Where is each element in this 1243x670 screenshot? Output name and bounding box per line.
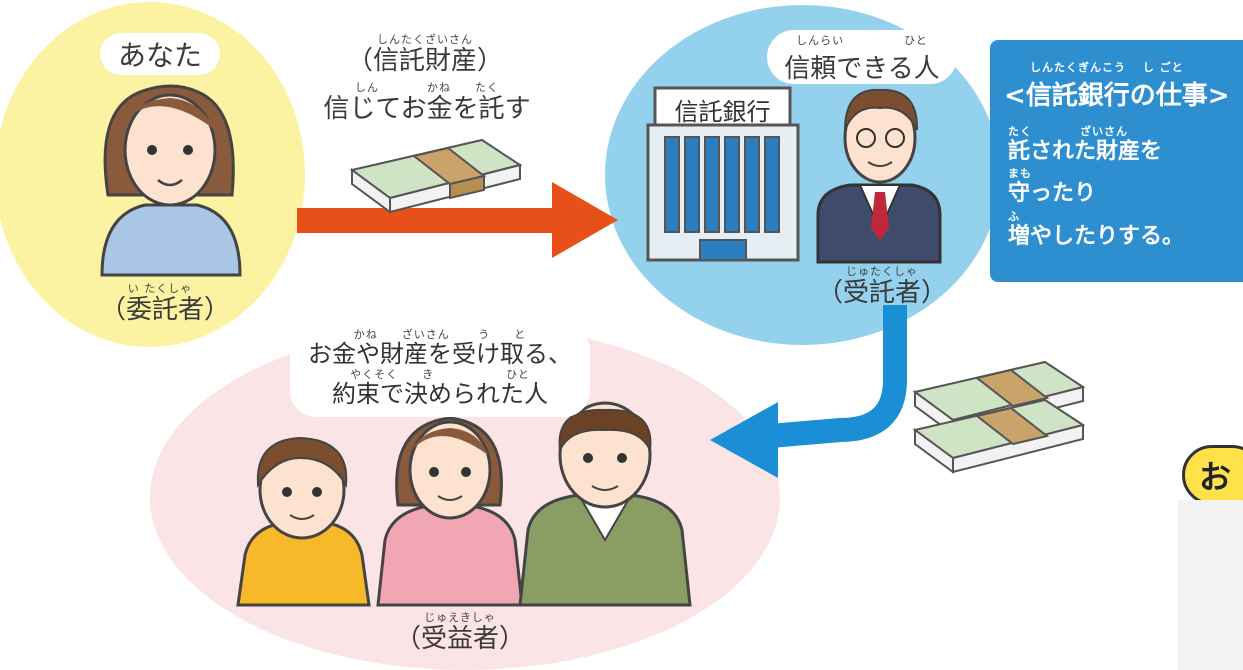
bank-duties-title-ruby: しんたくぎんこう し ごと: [1030, 61, 1184, 74]
trustee-bubble: しんらい ひと 信頼できる人: [767, 30, 957, 84]
bank-sign-text: 信託銀行: [674, 97, 771, 126]
beneficiary-role-ruby: じゅえきしゃ: [424, 611, 496, 624]
trustee-bubble-ruby: しんらい ひと: [796, 34, 928, 47]
trust-property-label: しんたくざいさん （信託財産）: [340, 34, 510, 76]
trustee-man-illustration: [816, 88, 942, 264]
trustee-role-text: （受託者）: [816, 278, 947, 308]
corner-panel: [1178, 500, 1243, 670]
bank-sign: 信託銀行: [657, 91, 788, 127]
beneficiary-bubble-line-1: お金や財産を受け取る、: [308, 340, 572, 368]
beneficiary-woman-illustration: [376, 416, 524, 607]
entrustor-role-ruby: い たくしゃ: [127, 282, 193, 295]
trustee-bubble-text: 信頼できる人: [784, 54, 940, 84]
bank-duty-line-2: まも 守ったり: [1008, 168, 1243, 206]
entrustor-name-label: あなた: [100, 33, 220, 75]
bank-duty-3-ruby: ふ: [1008, 209, 1020, 223]
bank-duty-2-text: 守ったり: [1008, 181, 1097, 207]
beneficiary-role-label: じゅえきしゃ （受益者）: [390, 612, 530, 654]
entrustor-woman-illustration: [100, 84, 242, 277]
beneficiary-bubble: かね ざいさん う と お金や財産を受け取る、 やくそく き ひと 約束で決めら…: [290, 325, 590, 417]
money-stacks-icon: [912, 360, 1086, 474]
entrust-action-ruby: しん かね たく: [355, 81, 499, 94]
entrustor-name-text: あなた: [117, 39, 202, 72]
bank-duty-line-3: ふ 増やしたりする。: [1008, 211, 1243, 249]
beneficiary-role-text: （受益者）: [394, 624, 525, 654]
entrust-action-text: 信じてお金を託す: [323, 94, 531, 124]
corner-badge-text: お: [1199, 458, 1232, 496]
trustee-role-ruby: じゅたくしゃ: [846, 265, 918, 278]
trust-property-ruby: しんたくざいさん: [377, 33, 473, 46]
entrustor-role-text: （委託者）: [100, 295, 231, 325]
bank-duties-title-text: <信託銀行の仕事>: [1004, 81, 1230, 111]
trustee-role-label: じゅたくしゃ （受託者）: [812, 266, 952, 308]
entrustor-role-label: い たくしゃ （委託者）: [100, 282, 230, 325]
beneficiary-child-illustration: [236, 436, 371, 607]
money-stack-icon: [349, 138, 523, 214]
beneficiary-bubble-ruby-2: やくそく き ひと: [350, 368, 530, 382]
bank-duties-panel: しんたくぎんこう し ごと <信託銀行の仕事> たく ざいさん 託された財産を …: [990, 40, 1243, 282]
beneficiary-bubble-ruby-1: かね ざいさん う と: [353, 328, 527, 341]
entrust-action-label: しん かね たく 信じてお金を託す: [322, 82, 532, 124]
bank-duty-1-text: 託された財産を: [1008, 139, 1163, 164]
benefit-arrow: [710, 305, 907, 478]
bank-duty-1-ruby: たく ざいさん: [1008, 125, 1128, 138]
corner-badge: お: [1182, 445, 1243, 505]
bank-duty-2-ruby: まも: [1008, 167, 1032, 181]
trust-property-text: （信託財産）: [346, 46, 503, 76]
bank-duty-3-text: 増やしたりする。: [1008, 223, 1185, 249]
bank-duties-title: しんたくぎんこう し ごと <信託銀行の仕事>: [1004, 62, 1243, 112]
bank-building-illustration: [646, 86, 800, 262]
entrust-arrow: [297, 182, 618, 258]
beneficiary-man-illustration: [518, 401, 692, 607]
bank-duty-line-1: たく ざいさん 託された財産を: [1008, 126, 1243, 164]
beneficiary-bubble-line-2: 約束で決められた人: [332, 380, 548, 409]
